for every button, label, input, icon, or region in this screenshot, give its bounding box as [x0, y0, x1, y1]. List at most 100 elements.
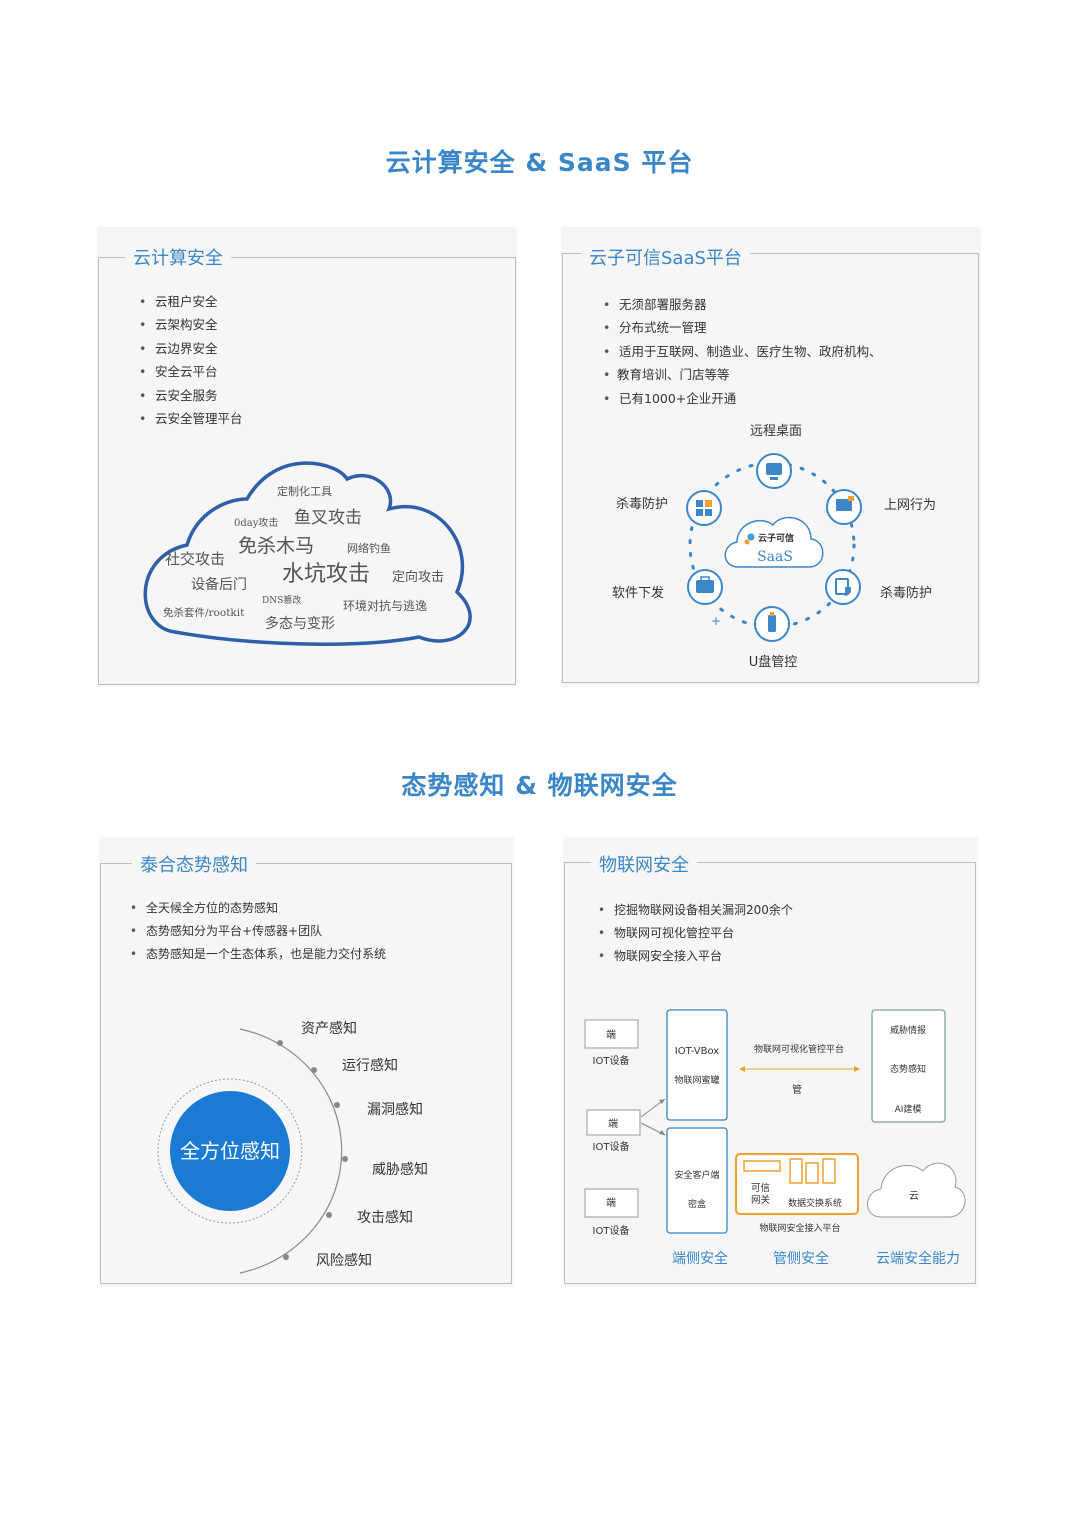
svg-text:AI建模: AI建模: [895, 1103, 922, 1115]
svg-text:安全客户端: 安全客户端: [674, 1169, 719, 1181]
arc-label: 资产感知: [301, 1020, 357, 1037]
small-plus-icon: +: [711, 614, 721, 628]
svg-text:物联网蜜罐: 物联网蜜罐: [674, 1074, 719, 1086]
arrow-head-icon: [854, 1066, 860, 1072]
security-client: 安全客户端 密盒: [666, 1127, 728, 1234]
access-platform-label: 物联网安全接入平台: [759, 1222, 840, 1234]
word: 多态与变形: [265, 615, 335, 632]
svg-text:端: 端: [608, 1117, 618, 1130]
panel-title: 云子可信SaaS平台: [581, 244, 750, 270]
word: 鱼叉攻击: [294, 508, 362, 528]
word: 定向攻击: [392, 569, 444, 585]
arc-label: 运行感知: [342, 1057, 398, 1074]
center-label: 全方位感知: [180, 1139, 280, 1163]
mgmt-platform-label: 物联网可视化管控平台: [754, 1043, 844, 1055]
node-label: 上网行为: [884, 498, 936, 513]
word: 免杀木马: [238, 535, 314, 557]
panel-frame: [98, 257, 516, 685]
cloud-security-panel: 云计算安全 云租户安全 云架构安全 云边界安全 安全云平台 云安全服务 云安全管…: [97, 227, 517, 687]
saas-cloud: [724, 516, 824, 568]
svg-text:威胁情报: 威胁情报: [890, 1024, 926, 1036]
list-item: 云租户安全: [139, 290, 243, 314]
saas-panel: 云子可信SaaS平台 无须部署服务器 分布式统一管理 适用于互联网、制造业、医疗…: [561, 227, 981, 687]
node-label: 杀毒防护: [616, 496, 668, 512]
list-item: 态势感知是一个生态体系，也是能力交付系统: [130, 943, 386, 966]
svg-text:数据交换系统: 数据交换系统: [788, 1197, 842, 1209]
node-antivirus-left-icon: [686, 490, 722, 526]
svg-text:可信: 可信: [751, 1182, 770, 1194]
arc-label: 漏洞感知: [367, 1101, 423, 1118]
cloud-security-list: 云租户安全 云架构安全 云边界安全 安全云平台 云安全服务 云安全管理平台: [139, 290, 243, 431]
arc-dot: [326, 1212, 332, 1218]
arrow-head-icon: [659, 1099, 665, 1104]
node-label: 杀毒防护: [880, 585, 932, 601]
word: 环境对抗与逃逸: [343, 598, 427, 613]
awareness-diagram: 全方位感知 资产感知 运行感知 漏洞感知 威胁感知 攻击感知 风险感知: [157, 1020, 428, 1274]
server-icon: [789, 1158, 803, 1184]
iot-vbox: IOT-VBox 物联网蜜罐: [666, 1009, 728, 1121]
outer-dashed-ring: [157, 1078, 303, 1224]
arrow-head-icon: [659, 1130, 665, 1135]
list-item: 无须部署服务器: [603, 293, 882, 317]
node-remote-desktop-icon: [756, 453, 792, 489]
word-cloud: 定制化工具 0day攻击 鱼叉攻击 免杀木马 网络钓鱼 社交攻击 水坑攻击 设备…: [143, 461, 472, 646]
list-item: 分布式统一管理: [603, 316, 882, 340]
cloud-icon: [867, 1162, 966, 1218]
node-label: 软件下发: [612, 585, 664, 601]
svg-text:IOT设备: IOT设备: [593, 1140, 630, 1153]
panel-title: 泰合态势感知: [132, 851, 256, 877]
cloud-outline: [143, 461, 472, 646]
awareness-list: 全天候全方位的态势感知 态势感知分为平台+传感器+团队 态势感知是一个生态体系，…: [130, 897, 386, 966]
svg-text:态势感知: 态势感知: [890, 1063, 926, 1075]
svg-text:IOT设备: IOT设备: [593, 1054, 630, 1067]
arc-label: 威胁感知: [372, 1161, 428, 1178]
gateway-icon: [743, 1160, 781, 1172]
arrow-head-icon: [739, 1066, 745, 1072]
word: 水坑攻击: [282, 562, 370, 587]
saas-list: 无须部署服务器 分布式统一管理 适用于互联网、制造业、医疗生物、政府机构、 教育…: [603, 293, 882, 410]
word: 免杀套件/rootkit: [163, 606, 245, 619]
word: 0day攻击: [234, 516, 278, 529]
word: 定制化工具: [277, 484, 332, 498]
list-item: 适用于互联网、制造业、医疗生物、政府机构、: [603, 340, 882, 364]
iot-diagram: 端 IOT设备 端 IOT设备 端 IOT设备 IOT-VBox 物联网蜜罐: [584, 1009, 966, 1267]
server-icon: [805, 1162, 819, 1184]
section-title-awareness-iot: 态势感知 & 物联网安全: [401, 771, 678, 800]
list-item: 云边界安全: [139, 337, 243, 361]
arc-dot: [277, 1040, 283, 1046]
iot-device: 端 IOT设备: [584, 1019, 639, 1067]
svg-text:IOT设备: IOT设备: [593, 1224, 630, 1237]
list-item: 物联网安全接入平台: [598, 945, 793, 968]
brand-icon: [747, 533, 755, 541]
iot-list: 挖掘物联网设备相关漏洞200余个 物联网可视化管控平台 物联网安全接入平台: [598, 899, 793, 968]
list-item: 云安全管理平台: [139, 407, 243, 431]
svg-text:密盒: 密盒: [688, 1198, 706, 1210]
list-item: 全天候全方位的态势感知: [130, 897, 386, 920]
svg-text:端: 端: [606, 1028, 616, 1041]
panel-title: 云计算安全: [125, 244, 231, 270]
arc-dot: [342, 1156, 348, 1162]
server-icon: [822, 1158, 836, 1184]
panel-frame: [100, 863, 512, 1284]
word: 设备后门: [191, 576, 247, 593]
arc-dot: [334, 1102, 340, 1108]
panel-frame: [564, 862, 976, 1284]
access-platform-box: 可信 网关 数据交换系统: [735, 1153, 859, 1215]
section-title-cloud-saas: 云计算安全 & SaaS 平台: [385, 148, 694, 177]
arc-label: 风险感知: [316, 1252, 372, 1269]
awareness-panel: 泰合态势感知 全天候全方位的态势感知 态势感知分为平台+传感器+团队 态势感知是…: [99, 837, 514, 1287]
center-circle: [170, 1091, 290, 1211]
word: DNS篡改: [262, 594, 301, 606]
list-item: 云安全服务: [139, 384, 243, 408]
threat-intel-box: 威胁情报 态势感知 AI建模: [871, 1009, 946, 1123]
node-software-deploy-icon: [687, 569, 723, 605]
list-item: 教育培训、门店等等: [603, 363, 882, 387]
iot-device: 端 IOT设备: [584, 1188, 639, 1237]
arc-label: 攻击感知: [357, 1209, 413, 1226]
arc-dot: [311, 1067, 317, 1073]
word: 社交攻击: [165, 550, 225, 568]
node-antivirus-icon: [825, 569, 861, 605]
iot-device: 端 IOT设备: [586, 1109, 641, 1153]
node-label: 远程桌面: [750, 424, 802, 439]
brand-icon: [744, 539, 750, 545]
